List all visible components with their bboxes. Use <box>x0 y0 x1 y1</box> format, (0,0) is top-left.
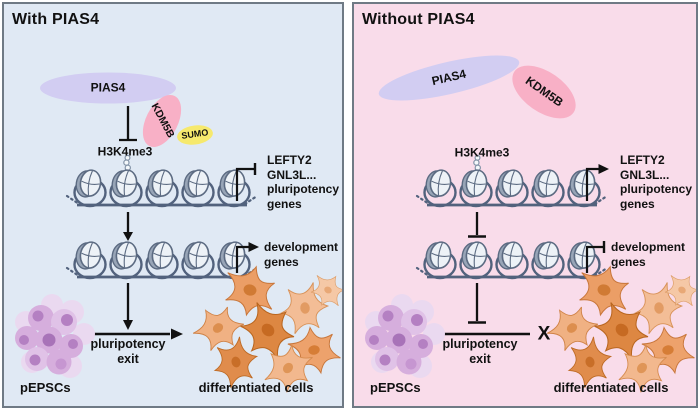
pepscs-label: pEPSCs <box>20 380 71 395</box>
development-genes-label: development genes <box>264 240 339 269</box>
kdm5b-ellipse <box>512 65 576 119</box>
nucleosome-row-2 <box>67 240 257 278</box>
differentiated-cells-label: differentiated cells <box>553 380 669 395</box>
activation-arrow-down <box>123 212 133 241</box>
inhibition-arrow-pias4-h3k4me3 <box>119 106 137 142</box>
pias4-label: PIAS4 <box>90 80 126 95</box>
pepscs-label: pEPSCs <box>370 380 421 395</box>
pluripotency-exit-label: pluripotency exit <box>442 337 518 366</box>
inhibition-link-development-genes <box>585 241 606 273</box>
inhibition-bar-exit <box>468 283 486 324</box>
activation-link-pluripotency-genes <box>585 164 609 201</box>
pluripotency-exit-arrow <box>87 328 183 340</box>
nucleosome-row-2 <box>417 240 607 278</box>
pepsc-cluster-illustration <box>15 294 95 378</box>
nucleosome-row-1 <box>417 168 607 206</box>
pluripotency-exit-label: pluripotency exit <box>90 337 166 366</box>
panel-title: Without PIAS4 <box>362 11 475 28</box>
pias4-ellipse <box>40 72 176 104</box>
pias4-ellipse <box>378 55 520 101</box>
pluripotency-genes-label: LEFTY2 GNL3L... pluripotency genes <box>267 153 340 211</box>
sumo-ellipse <box>177 125 213 145</box>
activation-arrow-exit <box>123 283 133 330</box>
repression-link-pluripotency-genes <box>235 163 257 201</box>
kdm5b-ellipse <box>142 95 182 147</box>
pepsc-cluster-illustration <box>365 294 445 378</box>
differentiated-cells-label: differentiated cells <box>198 380 314 395</box>
panel-with-pias4: With PIAS4 PIAS4 KDM5B SUMO H3K4me3 LEFT… <box>2 2 344 408</box>
h3k4me3-label: H3K4me3 <box>97 144 153 159</box>
inhibition-bar-down <box>468 212 486 238</box>
h3k4me3-label: H3K4me3 <box>454 145 510 160</box>
block-x-mark: X <box>537 323 551 345</box>
panel-title: With PIAS4 <box>12 11 100 28</box>
panel-without-pias4: Without PIAS4 PIAS4 KDM5B H3K4me3 LEFTY2… <box>352 2 698 408</box>
activation-link-development-genes <box>235 242 259 273</box>
nucleosome-row-1 <box>67 168 257 206</box>
development-genes-label: development genes <box>611 240 686 269</box>
pluripotency-genes-label: LEFTY2 GNL3L... pluripotency genes <box>620 153 693 211</box>
